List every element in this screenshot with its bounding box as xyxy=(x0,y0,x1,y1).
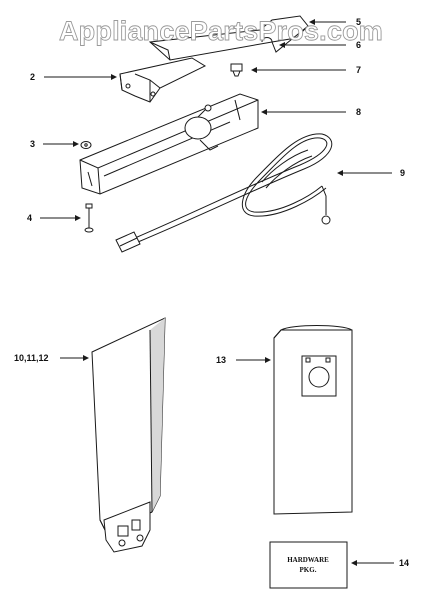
hardware-package-part xyxy=(269,541,348,589)
callout-5: 5 xyxy=(356,17,361,27)
callout-8: 8 xyxy=(356,107,361,117)
channel-bracket-part xyxy=(119,57,207,103)
hardware-package-label-line2: PKG. xyxy=(300,566,317,574)
callout-10-11-12: 10,11,12 xyxy=(14,353,49,363)
dust-bag-part xyxy=(91,317,166,553)
screw-long-part xyxy=(84,203,94,233)
callout-3: 3 xyxy=(30,139,35,149)
paper-bag-part xyxy=(273,325,353,515)
switch-housing-part xyxy=(79,93,259,195)
callout-14: 14 xyxy=(399,558,409,568)
handle-bracket-part xyxy=(148,15,309,61)
callout-2: 2 xyxy=(30,72,35,82)
screw-part xyxy=(230,63,243,77)
nut-part xyxy=(80,141,92,149)
callout-4: 4 xyxy=(27,213,32,223)
cord-assembly-part xyxy=(115,133,333,253)
callout-9: 9 xyxy=(400,168,405,178)
hardware-package-label-line1: HARDWARE xyxy=(287,556,329,564)
callout-13: 13 xyxy=(216,355,226,365)
leader-lines xyxy=(40,19,394,566)
callout-6: 6 xyxy=(356,40,361,50)
callout-7: 7 xyxy=(356,65,361,75)
watermark-text: AppliancePartsPros.com xyxy=(59,16,383,46)
